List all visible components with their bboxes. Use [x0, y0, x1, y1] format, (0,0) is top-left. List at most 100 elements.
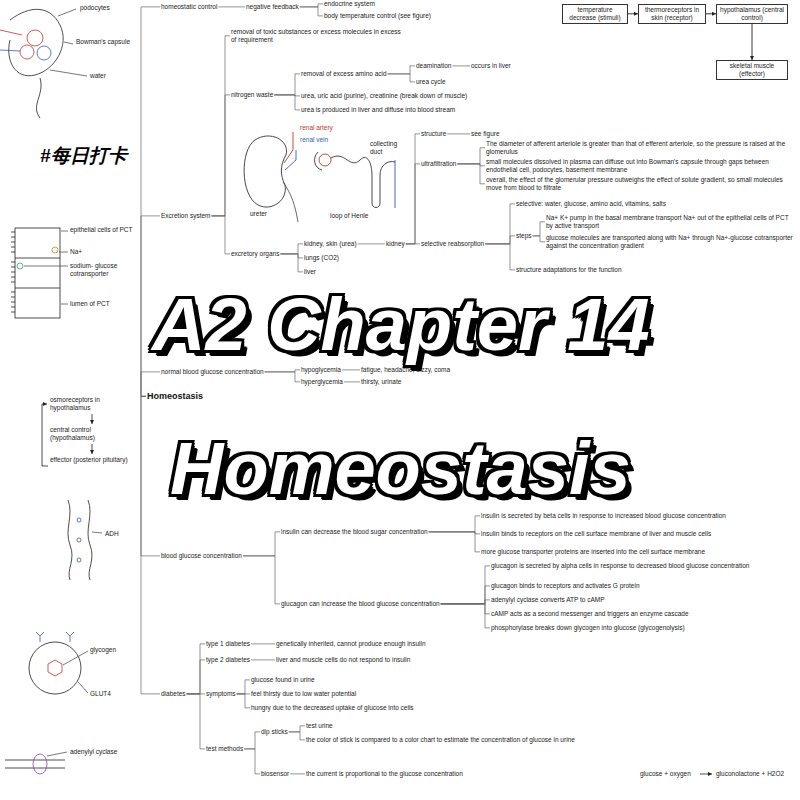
topic-node: lungs (CO2) [303, 254, 340, 262]
part-label: Na+ [70, 248, 82, 256]
node-text: small molecules dissolved in plasma can … [486, 158, 769, 173]
part-label: epithelial cells of PCT [70, 226, 133, 234]
node-text: endocrine system [324, 0, 375, 7]
node-text: hyperglycemia [301, 378, 343, 385]
node-text: insulin binds to receptors on the cell s… [481, 530, 711, 537]
node-text: feel thirsty due to low water potential [251, 690, 356, 697]
node-text: genetically inherited, cannot produce en… [276, 640, 426, 647]
part-label: renal artery [300, 124, 333, 132]
node-text: overall, the effect of the glomerular pr… [486, 176, 783, 191]
branch-line [251, 643, 275, 644]
branch-line [300, 7, 323, 16]
node-text: urea, uric acid (purine), creatinine (br… [301, 92, 467, 99]
topic-node: nitrogen waste [230, 91, 274, 99]
node-text: Homeostasis [147, 391, 203, 401]
topic-node: symptoms [205, 690, 237, 698]
part-label: water [90, 72, 106, 80]
node-text: steps [516, 232, 532, 239]
topic-node: insulin is secreted by beta cells in res… [480, 512, 727, 520]
branch-line [237, 680, 250, 694]
node-text: selective: water, glucose, amino acid, v… [516, 200, 666, 207]
topic-node: excretory organs [230, 250, 280, 258]
part-label: glycogen [90, 646, 116, 654]
topic-node: steps [515, 232, 533, 240]
node-text: ultrafiltration [421, 160, 456, 167]
topic-node: glucose molecules are transported along … [545, 234, 795, 250]
topic-node: body temperature control (see figure) [323, 12, 432, 20]
branch-line [243, 532, 280, 556]
topic-node: blood glucose concentration [160, 552, 243, 560]
branch-line [244, 749, 260, 774]
part-label: GLUT4 [90, 690, 111, 698]
topic-node: biosensor [260, 770, 290, 778]
topic-node: phosphorylase breaks down glycogen into … [490, 624, 686, 632]
title-text: Homeostasis [170, 432, 631, 506]
branch-line [265, 372, 300, 382]
node-text: glucagon can increase the blood glucose … [281, 600, 440, 607]
node-text: liver and muscle cells do not respond to… [276, 656, 410, 663]
branch-line [441, 604, 490, 628]
node-text: fatigue, headache, dizzy, coma [361, 366, 450, 373]
node-text: hypoglycemia [301, 366, 341, 373]
topic-node: liver [303, 268, 317, 276]
topic-node: glucose found in urine [250, 676, 316, 684]
part-label: glucose + oxygen [640, 770, 691, 778]
topic-node: urea, uric acid (purine), creatinine (br… [300, 92, 468, 100]
node-text: negative feedback [246, 3, 299, 10]
branch-line [212, 216, 231, 254]
node-text: glucagon is secreted by alpha cells in r… [491, 562, 749, 569]
topic-node: cAMP acts as a second messenger and trig… [490, 610, 690, 618]
node-text: insulin is secreted by beta cells in res… [481, 512, 726, 519]
topic-node: type 1 diabetes [205, 640, 251, 648]
node-text: urea cycle [416, 78, 446, 85]
topic-node: selective: water, glucose, amino acid, v… [515, 200, 667, 208]
topic-node: kidney [385, 240, 406, 248]
branch-line [289, 726, 305, 732]
topic-node: hypoglycemia [300, 366, 342, 374]
node-text: homeostatic control [161, 3, 217, 10]
node-text: thermoreceptors in skin (receptor) [645, 6, 699, 21]
branch-line [358, 243, 385, 244]
topic-node: see figure [470, 130, 501, 138]
node-text: deamination [416, 62, 451, 69]
part-label: renal vein [300, 136, 328, 144]
node-text: glucose molecules are transported along … [546, 234, 793, 249]
part-label: lumen of PCT [70, 300, 110, 308]
branch-line [441, 566, 490, 604]
node-text: type 2 diabetes [206, 656, 250, 663]
branch-line [243, 556, 280, 604]
topic-node: glucagon is secreted by alpha cells in r… [490, 562, 750, 570]
branch-line [237, 694, 250, 708]
branch-line [452, 65, 470, 66]
node-text: test methods [206, 745, 243, 752]
node-text: kidney, skin (urea) [304, 240, 357, 247]
topic-node: deamination [415, 62, 452, 70]
topic-node: structure adaptations for the function [515, 266, 623, 274]
topic-node: small molecules dissolved in plasma can … [485, 158, 792, 174]
topic-node: removal of excess amino acid [300, 70, 388, 78]
topic-node: ultrafiltration [420, 160, 457, 168]
topic-node: endocrine system [323, 0, 376, 8]
node-text: selective reabsorption [421, 240, 484, 247]
node-text: insulin can decrease the blood sugar con… [281, 528, 428, 535]
topic-node: Na+ K+ pump in the basal membrane transp… [545, 214, 795, 230]
branch-line [388, 74, 415, 82]
process-box: hypothalamus (central control) [716, 4, 788, 24]
branch-line [280, 254, 303, 258]
branch-line [457, 164, 485, 184]
branch-line [533, 222, 545, 236]
topic-node: liver and muscle cells do not respond to… [275, 656, 411, 664]
topic-node: removal of toxic substances or excess mo… [230, 28, 402, 44]
part-label: sodium- glucose cotransporter [70, 262, 134, 278]
node-text: hungry due to the decreased uptake of gl… [251, 704, 414, 711]
branch-line [218, 6, 245, 7]
branch-line [274, 74, 300, 95]
part-label: osmoreceptors in hypothalamus [50, 396, 134, 412]
part-label: gluconolactone + H2O2 [716, 770, 784, 778]
node-text: body temperature control (see figure) [324, 12, 431, 19]
node-text: the color of stick is compared to a colo… [306, 736, 575, 743]
node-text: kidney [386, 240, 405, 247]
branch-line [280, 254, 303, 272]
flow-arrow [628, 13, 638, 14]
